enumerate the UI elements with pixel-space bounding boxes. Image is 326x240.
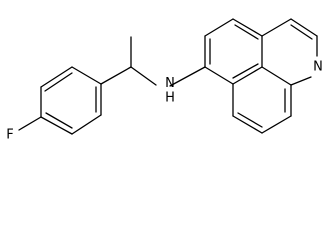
bond <box>100 66 132 85</box>
ring-nitrogen-atom-label: N <box>313 60 323 75</box>
ethyl-linker <box>100 36 157 86</box>
bond <box>261 115 292 134</box>
bond <box>261 18 292 37</box>
bond-n-quinoline <box>169 66 206 87</box>
bond <box>290 76 312 86</box>
bond <box>44 72 73 92</box>
bond-c-f <box>18 116 42 131</box>
bond <box>290 24 313 40</box>
bond <box>71 114 102 135</box>
fluorophenyl-ring <box>40 66 102 135</box>
bond <box>204 66 234 85</box>
bond <box>261 66 292 86</box>
bond <box>237 112 263 128</box>
bond <box>232 63 259 79</box>
bond <box>45 112 73 129</box>
bond <box>130 66 157 86</box>
bond <box>232 18 263 37</box>
bond <box>40 116 73 135</box>
bond <box>204 18 234 37</box>
bond <box>290 18 318 37</box>
fluorine-atom-label: F <box>6 128 13 143</box>
quinoline-ring <box>204 18 318 134</box>
bond <box>232 66 263 85</box>
bond <box>71 66 102 85</box>
bond <box>234 24 259 40</box>
bond <box>232 115 263 134</box>
bond <box>40 66 73 88</box>
